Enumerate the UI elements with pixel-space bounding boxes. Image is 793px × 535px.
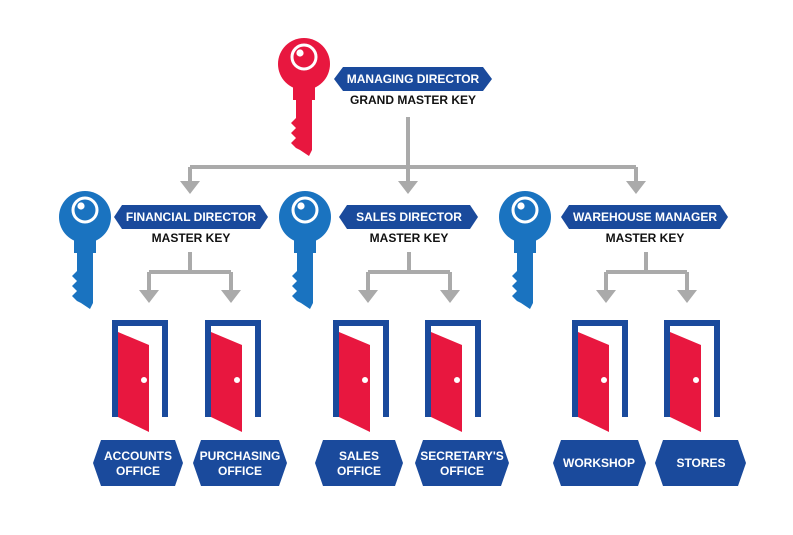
open-door-icon [572,320,628,432]
sales-master-key-label: MASTER KEY [370,231,449,245]
warehouse-manager-label: WAREHOUSE MANAGER [573,210,717,224]
managing-director-label: MANAGING DIRECTOR [347,72,480,86]
secretarys-office-line2: OFFICE [440,464,484,478]
managing-director-node: MANAGING DIRECTOR GRAND MASTER KEY [278,38,492,156]
accounts-office-line1: ACCOUNTS [104,449,172,463]
financial-director-node: FINANCIAL DIRECTOR MASTER KEY [59,191,268,309]
connector-arrowheads [139,181,697,303]
blue-key-icon [279,191,331,309]
connector-lines [147,117,689,292]
sales-director-label: SALES DIRECTOR [356,210,462,224]
sales-director-node: SALES DIRECTOR MASTER KEY [279,191,478,309]
open-door-icon [205,320,261,432]
red-key-icon [278,38,330,156]
accounts-office-badge: ACCOUNTS OFFICE [93,440,183,486]
sales-director-banner [339,205,478,229]
financial-director-label: FINANCIAL DIRECTOR [126,210,257,224]
accounts-office-line2: OFFICE [116,464,160,478]
grand-master-key-label: GRAND MASTER KEY [350,93,476,107]
warehouse-master-key-label: MASTER KEY [606,231,685,245]
warehouse-manager-banner [561,205,728,229]
purchasing-office-badge: PURCHASING OFFICE [193,440,287,486]
stores-label: STORES [676,456,725,470]
purchasing-office-line2: OFFICE [218,464,262,478]
secretarys-office-badge: SECRETARY'S OFFICE [415,440,509,486]
workshop-label: WORKSHOP [563,456,635,470]
sales-office-line1: SALES [339,449,379,463]
open-door-icon [425,320,481,432]
financial-director-banner [114,205,268,229]
sales-office-line2: OFFICE [337,464,381,478]
open-door-icon [333,320,389,432]
open-door-icon [664,320,720,432]
sales-office-badge: SALES OFFICE [315,440,403,486]
stores-badge: STORES [655,440,746,486]
secretarys-office-line1: SECRETARY'S [420,449,504,463]
managing-director-banner [334,67,492,91]
financial-master-key-label: MASTER KEY [152,231,231,245]
purchasing-office-line1: PURCHASING [200,449,281,463]
warehouse-manager-node: WAREHOUSE MANAGER MASTER KEY [499,191,728,309]
blue-key-icon [59,191,111,309]
open-door-icon [112,320,168,432]
workshop-badge: WORKSHOP [553,440,646,486]
blue-key-icon [499,191,551,309]
